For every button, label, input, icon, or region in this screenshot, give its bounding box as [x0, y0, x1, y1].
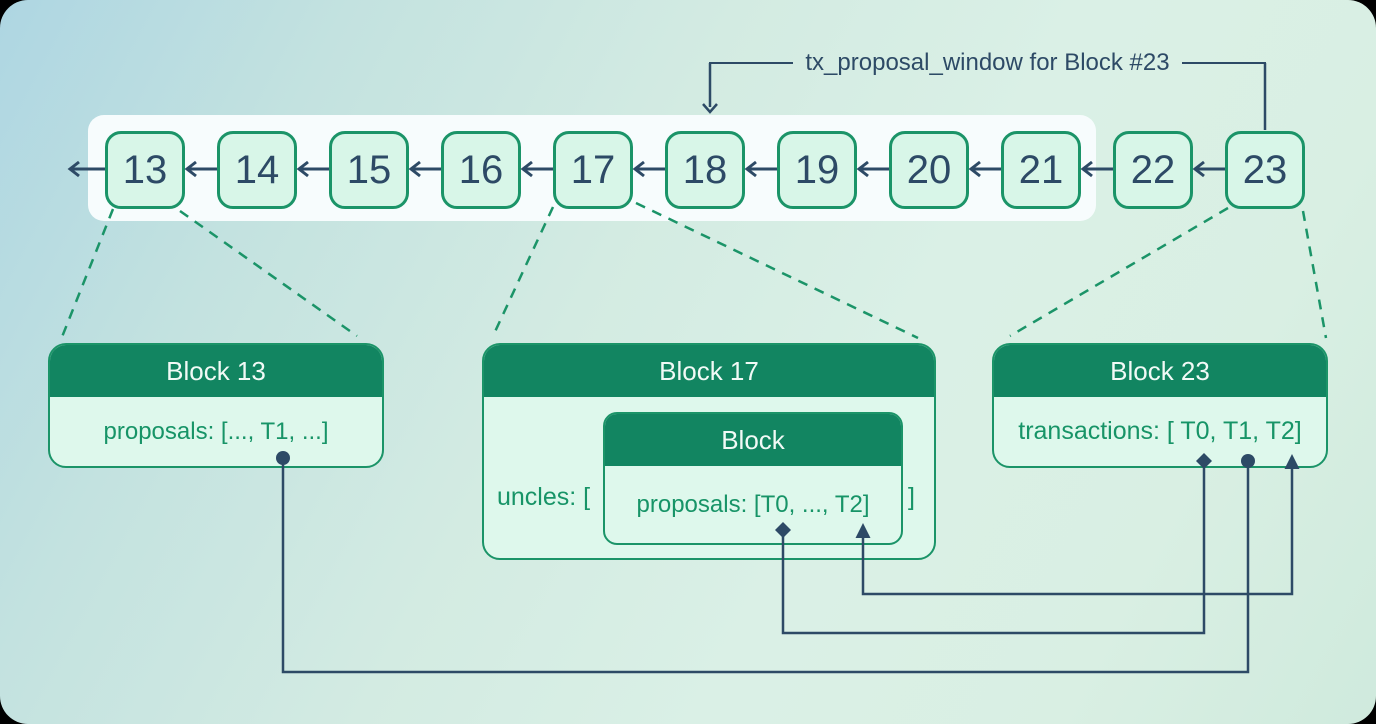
chain-block-18: 18 [665, 131, 745, 209]
dashed-link-block17-right [635, 201, 919, 340]
dashed-link-block13-right [179, 209, 358, 338]
chain-block-19: 19 [777, 131, 857, 209]
chain-block-15: 15 [329, 131, 409, 209]
uncles-close-bracket-label: ] [908, 483, 915, 511]
dashed-link-block17-left [491, 206, 555, 337]
chain-block-16: 16 [441, 131, 521, 209]
chain-block-14: 14 [217, 131, 297, 209]
card-block-23-title: Block 23 [994, 345, 1326, 397]
chain-block-23: 23 [1225, 131, 1305, 209]
chain-block-21: 21 [1001, 131, 1081, 209]
prev-arrow-23-22 [1192, 160, 1225, 178]
dashed-link-block23-right [1301, 210, 1328, 339]
card-uncle-block: Block proposals: [T0, ..., T2] [603, 412, 903, 545]
chain-block-20: 20 [889, 131, 969, 209]
card-block-23: Block 23 transactions: [ T0, T1, T2] [992, 343, 1328, 468]
card-block-23-transactions: transactions: [ T0, T1, T2] [1018, 417, 1302, 445]
chain-block-17: 17 [553, 131, 633, 209]
chain-block-13: 13 [105, 131, 185, 209]
card-uncle-block-proposals: proposals: [T0, ..., T2] [636, 490, 870, 518]
card-block-13: Block 13 proposals: [..., T1, ...] [48, 343, 384, 468]
dashed-expansion-links [60, 201, 1328, 340]
card-block-17-title: Block 17 [484, 345, 934, 397]
dashed-link-block23-left [1009, 206, 1229, 338]
card-block-13-title: Block 13 [50, 345, 382, 397]
dashed-link-block13-left [60, 208, 115, 338]
chain-block-22: 22 [1113, 131, 1193, 209]
card-block-13-proposals: proposals: [..., T1, ...] [103, 417, 329, 445]
tx-proposal-window-annotation-text: tx_proposal_window for Block #23 [805, 49, 1170, 76]
card-uncle-block-title: Block [605, 414, 901, 466]
uncles-open-bracket-label: uncles: [ [497, 483, 591, 511]
tx-proposal-window-annotation: tx_proposal_window for Block #23 [709, 49, 1266, 77]
